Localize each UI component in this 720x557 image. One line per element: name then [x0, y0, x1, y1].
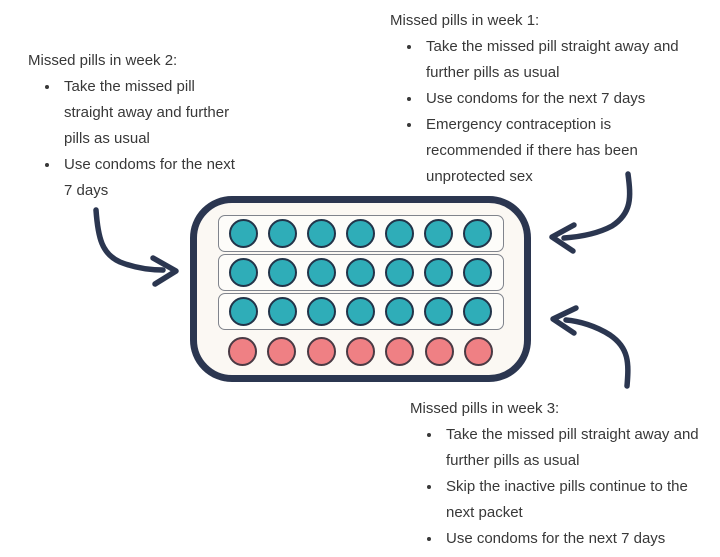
week2-title: Missed pills in week 2:	[28, 52, 178, 69]
teal-pill	[424, 297, 454, 326]
teal-pill	[424, 219, 454, 248]
teal-pill	[267, 219, 297, 248]
week2-bullets: Take the missed pill straight away and f…	[28, 74, 246, 204]
bullet-item: Use condoms for the next 7 days	[60, 152, 246, 204]
bullet-item: Take the missed pill straight away and f…	[422, 34, 708, 86]
week3-title: Missed pills in week 3:	[410, 400, 560, 417]
teal-pill	[463, 219, 493, 248]
teal-pill	[385, 219, 415, 248]
bullet-item: Use condoms for the next 7 days	[422, 86, 708, 112]
teal-pill	[346, 219, 375, 248]
teal-pill	[306, 219, 336, 248]
pink-pill	[424, 337, 454, 366]
pill-strip	[217, 254, 504, 291]
teal-pill	[385, 297, 415, 326]
teal-pill	[385, 258, 415, 287]
pink-pill	[385, 337, 415, 366]
week3-note: Missed pills in week 3: Take the missed …	[410, 396, 718, 552]
teal-pill	[306, 297, 336, 326]
pink-pill	[346, 337, 375, 366]
pill-strip	[217, 293, 504, 330]
week1-note: Missed pills in week 1: Take the missed …	[390, 8, 708, 190]
bullet-item: Emergency contraception is recommended i…	[422, 112, 708, 190]
pink-pill	[306, 337, 336, 366]
bullet-item: Take the missed pill straight away and f…	[442, 422, 718, 474]
teal-pill	[463, 258, 493, 287]
week1-bullets: Take the missed pill straight away and f…	[390, 34, 708, 190]
teal-pill	[463, 297, 493, 326]
pill-packet	[190, 196, 531, 382]
teal-pill	[346, 258, 375, 287]
teal-pill	[267, 258, 297, 287]
teal-pill	[267, 297, 297, 326]
arrow-week3-to-packet	[550, 305, 631, 389]
week3-bullets: Take the missed pill straight away and f…	[410, 422, 718, 552]
arrow-week2-to-packet	[93, 207, 179, 287]
teal-pill	[346, 297, 375, 326]
inactive-pill-row	[218, 336, 504, 367]
bullet-item: Take the missed pill straight away and f…	[60, 74, 246, 152]
teal-pill	[228, 258, 258, 287]
teal-pill	[424, 258, 454, 287]
teal-pill	[228, 219, 258, 248]
week1-title: Missed pills in week 1:	[390, 12, 540, 29]
teal-pill	[228, 297, 258, 326]
pill-strip	[217, 215, 504, 252]
teal-pill	[306, 258, 336, 287]
pink-pill	[267, 337, 297, 366]
week2-note: Missed pills in week 2: Take the missed …	[28, 48, 246, 204]
pink-pill	[227, 337, 257, 366]
bullet-item: Use condoms for the next 7 days	[442, 526, 718, 552]
bullet-item: Skip the inactive pills continue to the …	[442, 474, 718, 526]
pink-pill	[464, 337, 494, 366]
